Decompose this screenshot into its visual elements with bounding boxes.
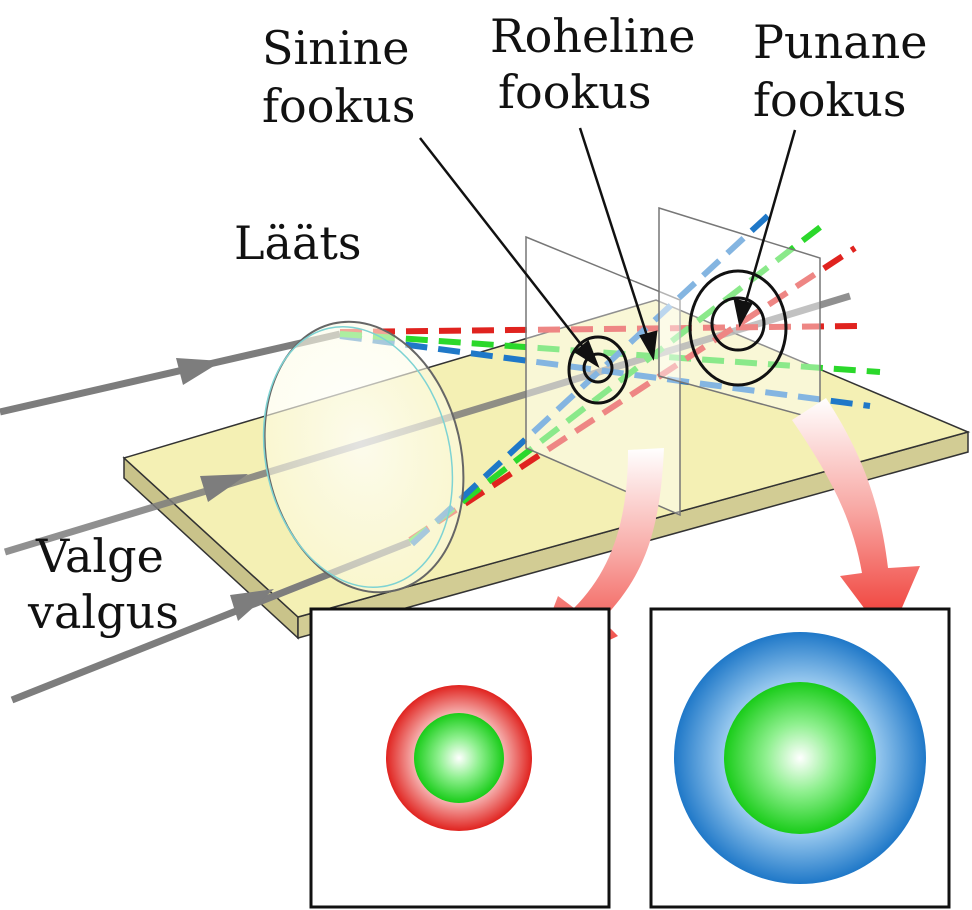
red-ray-upper — [339, 323, 861, 335]
lens — [262, 320, 465, 594]
label-white-light: Valge valgus — [27, 529, 179, 639]
pointer-red-focus — [741, 129, 797, 313]
label-blue-focus: Sinine fookus — [262, 21, 424, 133]
ray-arrowhead-top — [176, 358, 222, 385]
focus-ring-outer-2 — [688, 269, 788, 387]
label-lens: Lääts — [234, 216, 362, 270]
ray-arrowheads — [176, 358, 274, 621]
green-spot-small — [414, 713, 504, 803]
pointer-green-focus-tip — [639, 330, 658, 361]
label-red-focus: Punane fookus — [753, 15, 942, 127]
blue-ray-upper — [339, 333, 871, 409]
pointer-blue-focus-tip — [573, 339, 600, 369]
green-ray-lower — [408, 222, 825, 545]
inset-blue-focus-view — [309, 607, 611, 909]
red-ray-lower — [408, 245, 857, 543]
inset-red-focus-view — [649, 607, 951, 909]
pointer-green-focus — [578, 127, 652, 346]
focus-ring-inner-1 — [582, 352, 614, 384]
blue-ray-lower — [409, 209, 775, 547]
ray-arrowhead-bottom — [230, 589, 274, 621]
focus-ring-outer-1 — [567, 335, 629, 405]
ray-top — [0, 330, 341, 416]
pointer-red-focus-tip — [733, 298, 753, 328]
label-pointers — [419, 127, 797, 369]
curved-arrow-right — [792, 398, 920, 640]
refracted-rays — [339, 209, 881, 547]
focus-ring-inner-2 — [710, 296, 766, 352]
lens-inner-edge — [262, 325, 454, 589]
green-ray-upper — [339, 331, 881, 375]
green-spot-large — [724, 682, 876, 834]
pointer-blue-focus — [419, 137, 591, 357]
lens-rim — [263, 320, 465, 594]
label-green-focus: Roheline fookus — [490, 9, 710, 119]
ray-arrowhead-middle — [200, 474, 248, 502]
